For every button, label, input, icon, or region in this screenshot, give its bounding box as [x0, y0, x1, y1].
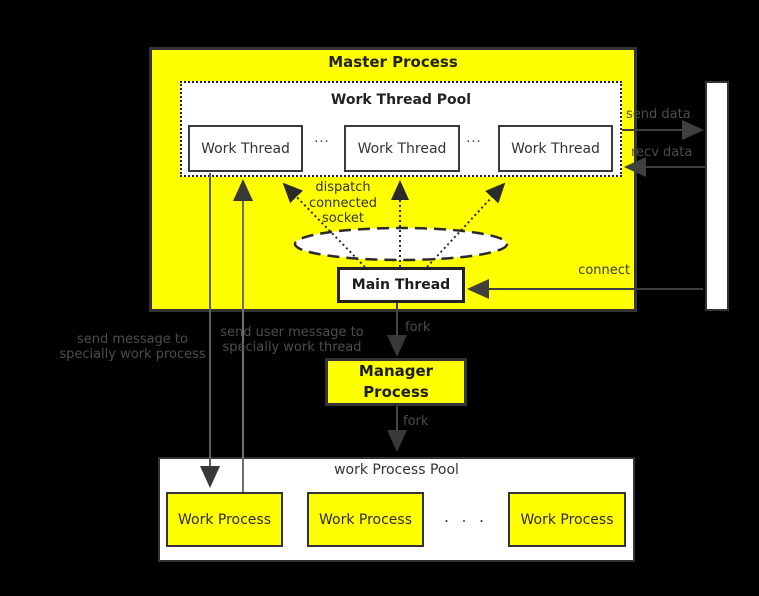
send-message-process-line-1: send message to: [76, 332, 188, 347]
dispatch-label: dispatch connected socket: [298, 180, 388, 227]
send-message-process-line-2: specially work process: [59, 347, 206, 362]
send-data-label: send data: [626, 107, 691, 122]
fork-label-2: fork: [403, 414, 429, 429]
send-message-thread-label: send user message to specially work thre…: [197, 325, 387, 355]
client-lifeline-bar: [705, 81, 729, 311]
work-process-box-1: Work Process: [166, 492, 283, 547]
send-message-thread-line-1: send user message to: [220, 325, 364, 340]
work-process-box-2: Work Process: [307, 492, 424, 547]
work-thread-box-3: Work Thread: [498, 125, 613, 172]
dispatch-label-line-2: connected: [308, 195, 378, 211]
thread-ellipsis-1: ...: [314, 131, 330, 146]
thread-ellipsis-2: ...: [466, 131, 482, 146]
send-message-process-label: send message to specially work process: [35, 332, 230, 362]
work-thread-pool-title: Work Thread Pool: [330, 92, 472, 108]
work-thread-box-2: Work Thread: [344, 125, 460, 172]
connect-label: connect: [578, 263, 630, 278]
manager-process-line-2: Process: [363, 383, 429, 401]
manager-process-box: Manager Process: [325, 358, 467, 406]
work-process-box-3: Work Process: [508, 492, 626, 547]
dispatch-label-line-1: dispatch: [315, 180, 371, 195]
send-message-thread-line-2: specially work thread: [222, 340, 362, 355]
recv-data-label: recv data: [631, 145, 693, 160]
dispatch-label-line-3: socket: [321, 211, 365, 226]
main-thread-box: Main Thread: [337, 267, 465, 303]
manager-process-line-1: Manager: [358, 362, 434, 380]
work-thread-box-1: Work Thread: [188, 125, 303, 172]
work-process-pool-title: work Process Pool: [334, 462, 459, 478]
master-process-title: Master Process: [328, 53, 458, 71]
process-ellipsis: . . .: [444, 508, 488, 526]
fork-label-1: fork: [405, 320, 431, 335]
